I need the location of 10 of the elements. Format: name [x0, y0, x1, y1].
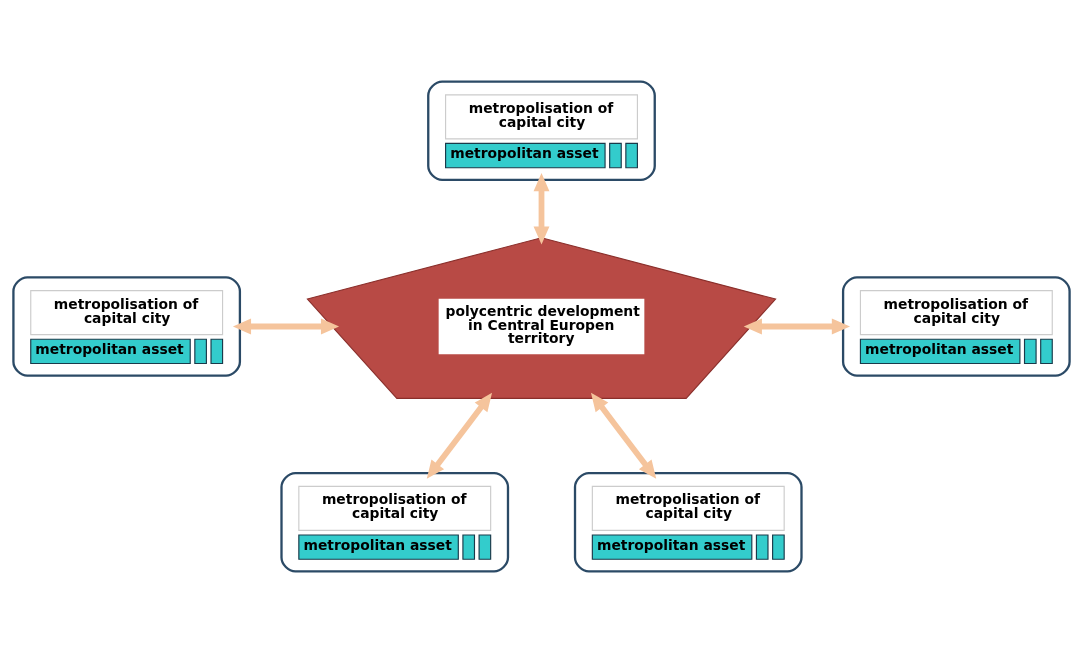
- node-box: metropolisation of capital city metropolitan asset: [573, 472, 803, 573]
- arrow: [533, 173, 550, 245]
- arrow: [232, 318, 340, 335]
- arrow: [590, 392, 657, 479]
- node-box: metropolisation of capital city metropolitan asset: [12, 276, 242, 377]
- node-box: metropolisation of capital city metropolitan asset: [427, 80, 656, 181]
- arrow: [743, 318, 850, 335]
- node-box: metropolisation of capital city metropolitan asset: [280, 472, 510, 573]
- node-box: metropolisation of capital city metropolitan asset: [841, 276, 1071, 377]
- arrow: [426, 392, 493, 479]
